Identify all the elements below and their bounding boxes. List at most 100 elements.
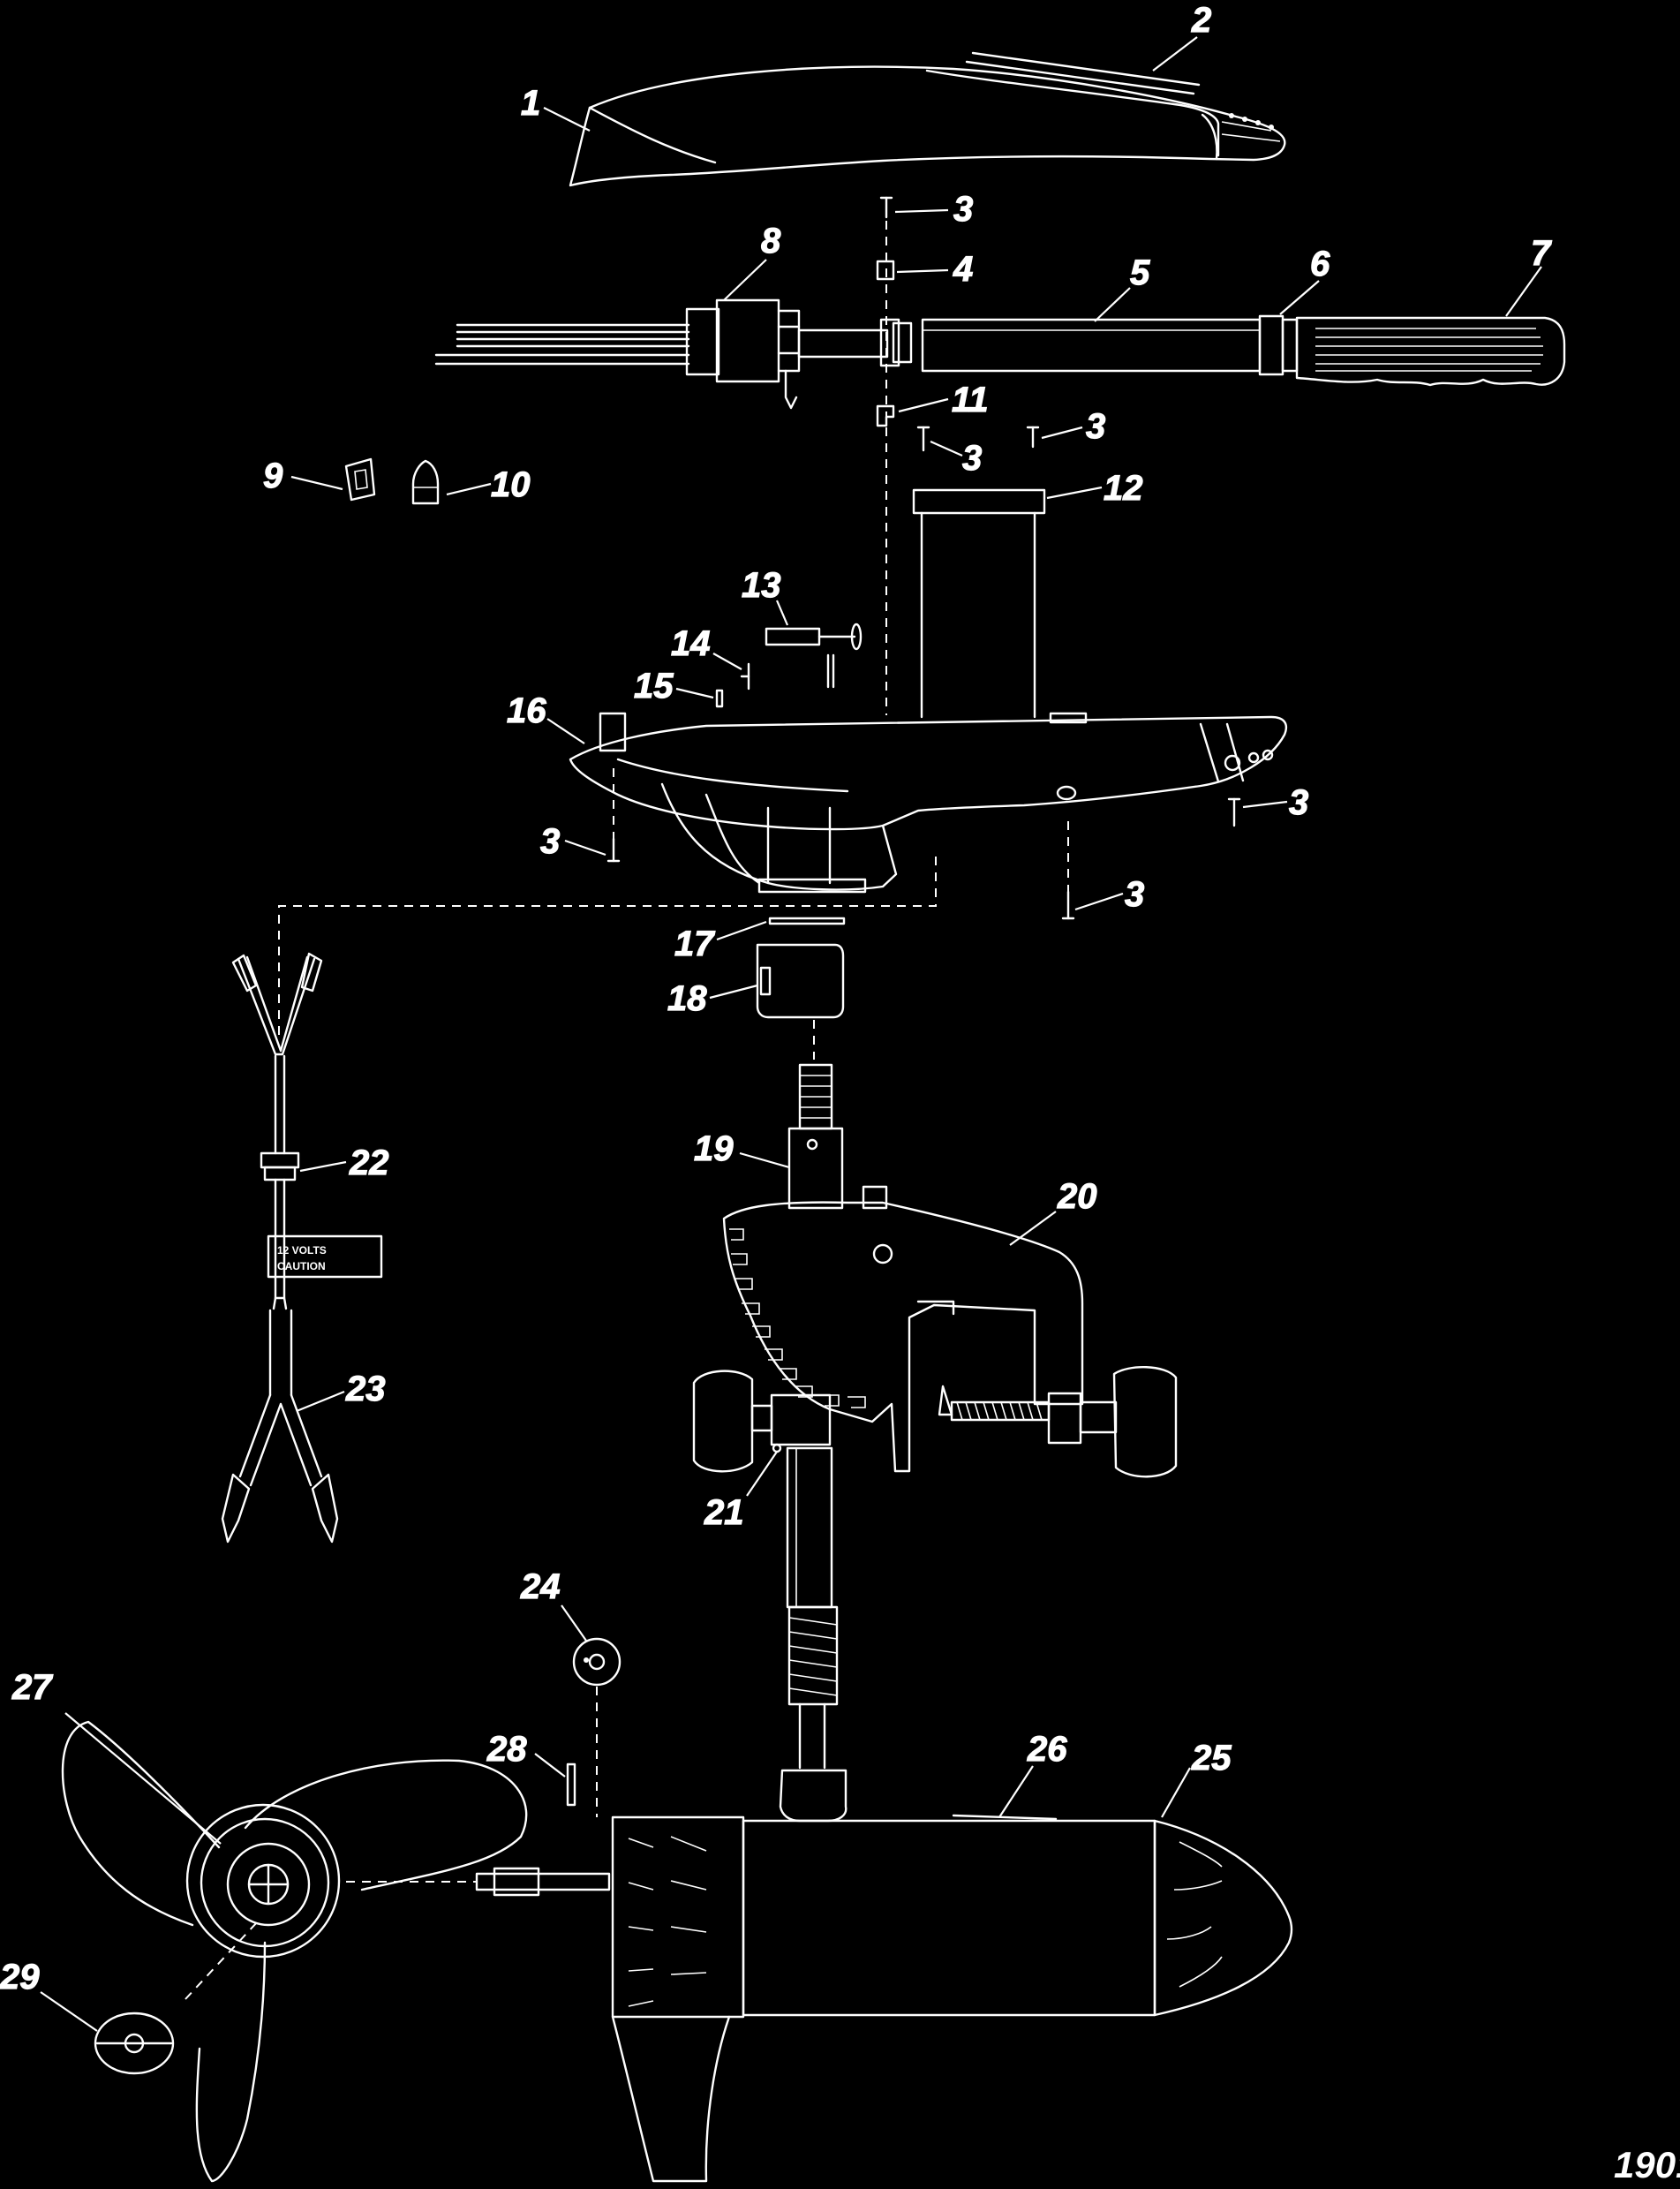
cover-vent-icon bbox=[1229, 113, 1274, 130]
svg-text:3: 3 bbox=[953, 190, 973, 229]
screw-3d bbox=[606, 768, 621, 863]
battery-leads-23 bbox=[221, 1296, 339, 1544]
battery-leads-22 bbox=[231, 952, 323, 1300]
bushing-18 bbox=[756, 943, 845, 1019]
svg-text:25: 25 bbox=[1191, 1739, 1232, 1778]
alligator-clip-icon bbox=[221, 1473, 339, 1544]
motor-head-16 bbox=[569, 712, 1288, 894]
top-cover bbox=[569, 65, 1286, 187]
collar-12 bbox=[912, 488, 1046, 515]
callout-23: 23 bbox=[296, 1369, 386, 1413]
svg-text:2: 2 bbox=[1191, 1, 1211, 40]
lower-unit-25 bbox=[475, 1769, 1293, 2183]
callout-3e: 3 bbox=[1242, 782, 1309, 823]
prop-nut-29 bbox=[94, 2012, 175, 2075]
callout-6: 6 bbox=[1279, 244, 1331, 315]
lead-route bbox=[278, 857, 937, 1042]
callout-10: 10 bbox=[446, 464, 531, 505]
svg-text:9: 9 bbox=[263, 457, 283, 495]
svg-text:24: 24 bbox=[520, 1567, 561, 1606]
svg-text:23: 23 bbox=[345, 1370, 386, 1408]
screw-3f bbox=[1061, 821, 1075, 920]
washer-17 bbox=[768, 917, 846, 925]
svg-text:12: 12 bbox=[1104, 469, 1143, 508]
callout-4: 4 bbox=[896, 249, 974, 290]
svg-text:27: 27 bbox=[11, 1668, 53, 1707]
svg-text:17: 17 bbox=[674, 925, 715, 963]
svg-text:28: 28 bbox=[486, 1730, 527, 1769]
svg-text:4: 4 bbox=[953, 250, 973, 289]
cover-decal bbox=[965, 51, 1201, 95]
callout-20: 20 bbox=[1009, 1176, 1097, 1246]
callout-3f: 3 bbox=[1074, 874, 1145, 915]
washer-14 bbox=[740, 662, 750, 691]
svg-text:3: 3 bbox=[540, 822, 560, 861]
prop-nut-24 bbox=[572, 1637, 622, 1687]
tension-knob-21 bbox=[692, 1370, 832, 1473]
callout-26: 26 bbox=[998, 1729, 1068, 1818]
svg-text:1: 1 bbox=[521, 84, 540, 123]
callout-22: 22 bbox=[299, 1143, 389, 1183]
callout-25: 25 bbox=[1161, 1738, 1232, 1818]
screw-3a bbox=[879, 196, 893, 219]
screw-3c bbox=[1026, 426, 1040, 449]
pin-13 bbox=[765, 623, 863, 689]
svg-text:3: 3 bbox=[1289, 783, 1308, 822]
svg-text:26: 26 bbox=[1027, 1730, 1067, 1769]
shaft-19 bbox=[786, 1063, 844, 1770]
svg-text:21: 21 bbox=[704, 1493, 744, 1532]
callout-21: 21 bbox=[703, 1451, 778, 1533]
callout-5: 5 bbox=[1094, 253, 1151, 322]
svg-text:3: 3 bbox=[1125, 875, 1144, 914]
callout-13: 13 bbox=[741, 565, 789, 626]
callout-27: 27 bbox=[11, 1667, 222, 1845]
callout-18: 18 bbox=[667, 978, 758, 1019]
callout-11: 11 bbox=[898, 380, 989, 420]
svg-text:29: 29 bbox=[0, 1958, 40, 1997]
callout-3a: 3 bbox=[894, 189, 974, 230]
callout-1: 1 bbox=[520, 83, 591, 132]
wire-nut-10 bbox=[411, 459, 440, 505]
svg-text:22: 22 bbox=[349, 1144, 389, 1182]
trim-decal-26 bbox=[952, 1814, 1058, 1821]
callout-19: 19 bbox=[693, 1128, 790, 1169]
svg-text:11: 11 bbox=[952, 381, 989, 419]
svg-text:8: 8 bbox=[761, 222, 781, 260]
svg-text:7: 7 bbox=[1531, 234, 1552, 273]
caution-decal: 12 VOLTS CAUTION bbox=[267, 1234, 383, 1279]
terminal-9 bbox=[344, 457, 376, 502]
screw-3b bbox=[916, 426, 930, 452]
svg-text:5: 5 bbox=[1130, 253, 1150, 292]
propeller-27 bbox=[61, 1720, 528, 2183]
tiller-grip bbox=[1295, 316, 1566, 387]
callout-7: 7 bbox=[1505, 233, 1553, 317]
svg-text:3: 3 bbox=[1086, 407, 1105, 446]
svg-text:19: 19 bbox=[694, 1129, 734, 1168]
svg-text:3: 3 bbox=[962, 439, 982, 478]
callout-29: 29 bbox=[0, 1957, 98, 2032]
callout-2: 2 bbox=[1152, 0, 1212, 72]
callout-8: 8 bbox=[723, 221, 782, 301]
callout-9: 9 bbox=[262, 456, 343, 496]
svg-text:6: 6 bbox=[1310, 245, 1330, 283]
clip-15 bbox=[715, 689, 724, 708]
svg-text:18: 18 bbox=[667, 979, 707, 1018]
svg-text:CAUTION: CAUTION bbox=[277, 1260, 326, 1272]
callout-16: 16 bbox=[506, 691, 585, 744]
svg-text:20: 20 bbox=[1057, 1177, 1097, 1216]
callout-15: 15 bbox=[633, 666, 714, 706]
callout-12: 12 bbox=[1046, 468, 1143, 509]
drive-pin-28 bbox=[566, 1763, 576, 1807]
callout-3b: 3 bbox=[930, 438, 983, 479]
callout-3d: 3 bbox=[539, 821, 606, 862]
clamp-screw bbox=[938, 1366, 1178, 1478]
callout-28: 28 bbox=[486, 1729, 566, 1778]
figure-number: 1901 bbox=[1614, 2144, 1680, 2185]
svg-text:16: 16 bbox=[507, 691, 546, 730]
callout-17: 17 bbox=[674, 920, 767, 964]
svg-text:15: 15 bbox=[634, 667, 674, 706]
callout-14: 14 bbox=[670, 623, 742, 670]
screw-3e bbox=[1227, 797, 1241, 827]
svg-text:10: 10 bbox=[491, 465, 531, 504]
